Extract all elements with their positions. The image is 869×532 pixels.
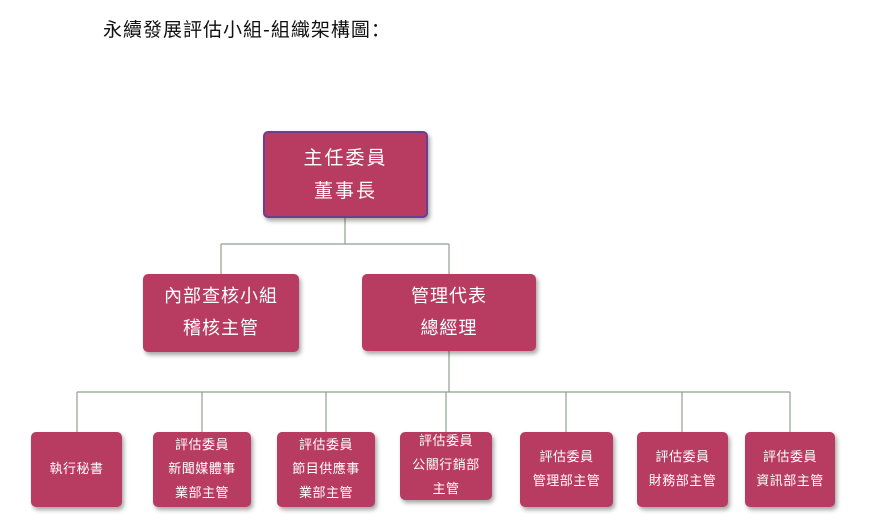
- member-3-line-1: 評估委員: [298, 437, 353, 453]
- management-title: 管理代表: [411, 285, 487, 307]
- management-role: 總經理: [420, 317, 478, 339]
- member-box-1: 執行秘書: [31, 432, 122, 507]
- audit-title: 內部查核小組: [164, 286, 278, 307]
- management-box: 管理代表 總經理: [362, 274, 536, 351]
- member-box-7: 評估委員 資訊部主管: [745, 432, 835, 507]
- chair-role: 董事長: [313, 179, 377, 202]
- member-5-line-1: 評估委員: [539, 449, 594, 465]
- page-title: 永續發展評估小組-組織架構圖：: [103, 19, 391, 41]
- member-2-line-2: 新聞媒體事: [168, 461, 236, 477]
- member-4-line-2: 公關行銷部: [412, 458, 480, 473]
- member-4-line-1: 評估委員: [418, 434, 473, 449]
- member-5-line-2: 管理部主管: [532, 473, 601, 489]
- member-box-5: 評估委員 管理部主管: [520, 432, 613, 507]
- member-3-line-2: 節目供應事: [292, 461, 360, 477]
- chair-title: 主任委員: [303, 146, 388, 169]
- member-2-line-3: 業部主管: [174, 485, 229, 501]
- member-7-line-1: 評估委員: [762, 449, 817, 465]
- chair-box: 主任委員 董事長: [263, 131, 428, 218]
- member-box-2: 評估委員 新聞媒體事 業部主管: [153, 432, 251, 507]
- member-1-line-1: 執行秘書: [49, 461, 104, 477]
- member-box-6: 評估委員 財務部主管: [637, 432, 728, 507]
- audit-box: 內部查核小組 稽核主管: [143, 274, 299, 352]
- member-box-3: 評估委員 節目供應事 業部主管: [277, 432, 375, 507]
- member-4-line-3: 主管: [432, 482, 460, 497]
- member-7-line-2: 資訊部主管: [756, 473, 824, 489]
- member-box-4: 評估委員 公關行銷部 主管: [400, 432, 492, 500]
- member-2-line-1: 評估委員: [174, 437, 229, 453]
- member-6-line-1: 評估委員: [655, 449, 710, 465]
- member-3-line-3: 業部主管: [298, 485, 353, 501]
- audit-role: 稽核主管: [183, 318, 259, 339]
- member-6-line-2: 財務部主管: [648, 473, 717, 489]
